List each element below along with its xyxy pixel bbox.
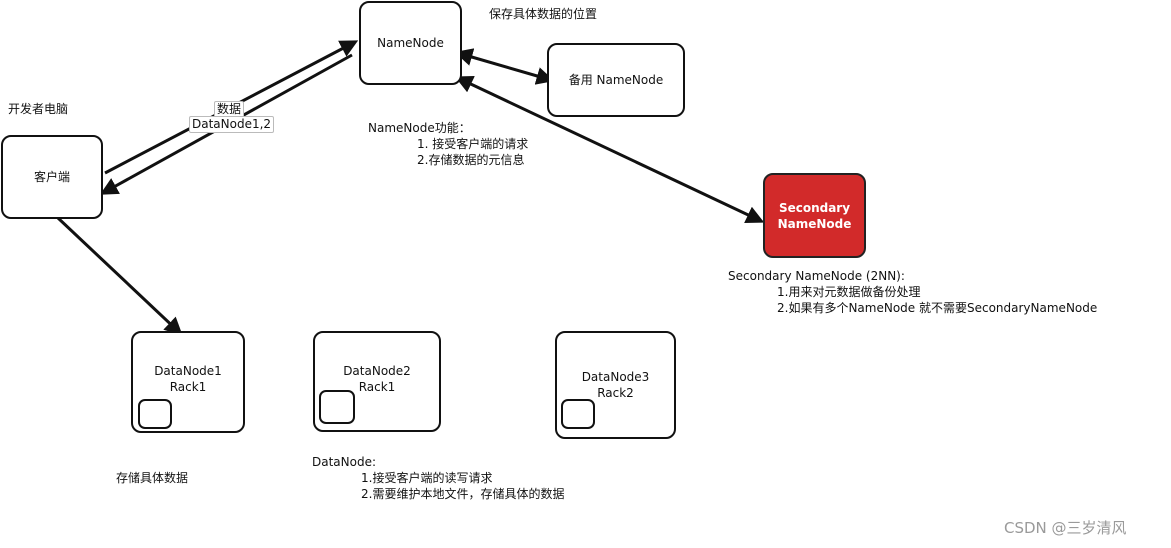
datanode2-label: DataNode2 Rack1: [343, 364, 411, 394]
secondary-namenode-box[interactable]: Secondary NameNode: [763, 173, 866, 258]
datanode2-box[interactable]: DataNode2 Rack1: [313, 331, 441, 432]
edge-label-datanode: DataNode1,2: [189, 116, 275, 133]
secondary-note-item: 2.如果有多个NameNode 就不需要SecondaryNameNode: [777, 301, 1098, 315]
namenode-note-item: 2.存储数据的元信息: [417, 153, 525, 167]
save-location-text: 保存具体数据的位置: [489, 7, 598, 21]
namenode-box[interactable]: NameNode: [359, 1, 462, 85]
client-label: 客户端: [33, 170, 70, 184]
datanode-note: DataNode: 1.接受客户端的读写请求 2.需要维护本地文件，存储具体的数…: [312, 454, 564, 502]
namenode-label: NameNode: [377, 36, 444, 50]
datanode3-label: DataNode3 Rack2: [581, 370, 650, 400]
arrow-client-to-datanode1: [56, 216, 183, 336]
secondary-note-item: 1.用来对元数据做备份处理: [777, 285, 921, 299]
datanode1-label: DataNode1 Rack1: [154, 364, 222, 394]
secondary-note-title: Secondary NameNode (2NN):: [728, 269, 905, 283]
backup-namenode-box[interactable]: 备用 NameNode: [547, 43, 685, 117]
backup-namenode-label: 备用 NameNode: [568, 73, 664, 87]
arrow-namenode-backup: [454, 48, 555, 85]
namenode-note-title: NameNode功能：: [368, 121, 471, 135]
developer-pc-text: 开发者电脑: [8, 102, 69, 116]
datanode1-block-icon: [138, 399, 172, 429]
watermark-text: CSDN @三岁清风: [1004, 519, 1127, 537]
arrow-namenode-secondary: [454, 76, 765, 223]
datanode-note-item: 2.需要维护本地文件，存储具体的数据: [361, 487, 565, 501]
edge-label-data: 数据: [214, 101, 245, 118]
datanode3-block-icon: [561, 399, 595, 429]
namenode-note-item: 1. 接受客户端的请求: [417, 137, 529, 151]
datanode2-block-icon: [319, 390, 355, 424]
secondary-note: Secondary NameNode (2NN): 1.用来对元数据做备份处理 …: [728, 268, 1097, 316]
datanode-note-title: DataNode:: [312, 455, 377, 469]
datanode1-box[interactable]: DataNode1 Rack1: [131, 331, 245, 433]
client-box[interactable]: 客户端: [1, 135, 103, 219]
namenode-note: NameNode功能： 1. 接受客户端的请求 2.存储数据的元信息: [368, 120, 528, 168]
secondary-namenode-label: Secondary NameNode: [777, 200, 852, 231]
datanode-note-item: 1.接受客户端的读写请求: [361, 471, 493, 485]
store-data-text: 存储具体数据: [116, 471, 189, 485]
datanode3-box[interactable]: DataNode3 Rack2: [555, 331, 676, 439]
